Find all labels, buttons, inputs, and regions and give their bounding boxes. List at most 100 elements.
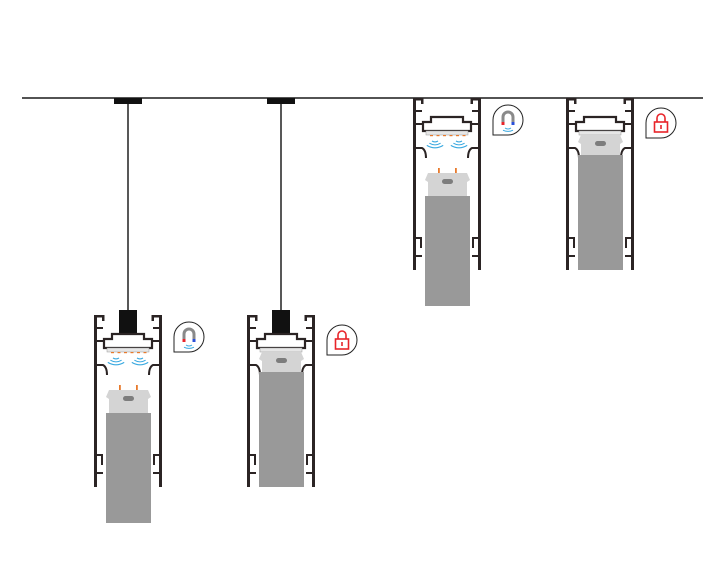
profile-right-wall [478, 98, 481, 270]
driver-housing [421, 115, 473, 133]
aluminium-profile [247, 315, 315, 487]
luminaire-unit-1 [94, 98, 205, 523]
profile-tooth [97, 327, 103, 329]
icon-bubble [645, 107, 677, 139]
contact-dot [449, 135, 453, 137]
signal-wave [453, 142, 465, 146]
profile-left-hook [574, 98, 577, 104]
profile-tooth [303, 340, 312, 342]
led-module [259, 352, 304, 487]
profile-tooth [622, 123, 631, 125]
profile-tooth [97, 340, 106, 342]
profile-flange-right [467, 147, 478, 159]
led-module [578, 135, 623, 270]
module-cap [425, 173, 470, 196]
contact-dot [130, 352, 134, 354]
profile-clip-right [472, 237, 478, 257]
magnet-south-pole [192, 339, 196, 342]
contact-dot [117, 352, 121, 354]
driver-housing [255, 332, 307, 350]
magnetic-plate [578, 130, 622, 136]
profile-clip-left [97, 454, 103, 474]
contact-dot [124, 352, 127, 354]
signal-wave [426, 144, 444, 149]
profile-tooth [569, 123, 578, 125]
module-body [259, 372, 304, 487]
profile-tooth [625, 110, 631, 112]
contact-dot [443, 135, 446, 137]
contact-dot [462, 135, 466, 137]
led-module [106, 385, 151, 523]
ceiling-mount [267, 98, 295, 104]
luminaire-unit-3 [413, 98, 524, 306]
profile-right-lip [305, 315, 315, 318]
icon-bubble [173, 321, 205, 353]
profile-clip-right [625, 237, 631, 257]
magnet-north-pole [501, 122, 505, 125]
aluminium-profile [413, 98, 481, 270]
contact-dot [111, 352, 114, 354]
profile-left-wall [413, 98, 416, 270]
module-pin [438, 168, 440, 173]
profile-left-wall [247, 315, 250, 487]
profile-right-lip [471, 98, 481, 101]
module-magnet [442, 179, 453, 184]
magnetic-plate [259, 347, 303, 353]
lock-body [653, 121, 669, 133]
profile-clip-left [416, 237, 422, 257]
signal-wave [185, 344, 193, 347]
profile-clip-right [306, 454, 312, 474]
signal-wave [450, 144, 468, 149]
signal-wave [455, 140, 463, 143]
aluminium-profile [94, 315, 162, 487]
signal-wave [134, 359, 146, 363]
profile-clip-right [153, 454, 159, 474]
contact-dot [143, 352, 147, 354]
lock-shackle [656, 113, 666, 122]
module-cap [106, 390, 151, 413]
signal-wave [110, 359, 122, 363]
magnet-body [182, 327, 196, 340]
profile-left-lip [413, 98, 423, 101]
profile-left-wall [566, 98, 569, 270]
profile-right-lip [624, 98, 634, 101]
profile-tooth [469, 123, 478, 125]
icon-bubble [492, 104, 524, 136]
profile-left-hook [102, 315, 105, 321]
signal-wave [431, 140, 439, 143]
contact-dot [456, 135, 459, 137]
magnetic-plate [425, 130, 469, 136]
magnet-icon [173, 321, 205, 353]
profile-flange-left [569, 147, 580, 159]
magnet-north-pole [182, 339, 186, 342]
profile-flange-left [416, 147, 427, 159]
signal-wave [183, 346, 195, 349]
signal-wave [136, 357, 144, 360]
profile-left-hook [421, 98, 424, 104]
profile-clip-left [250, 454, 256, 474]
contact-dot [137, 352, 140, 354]
profile-tooth [250, 340, 259, 342]
profile-tooth [250, 327, 256, 329]
module-magnet [123, 396, 134, 401]
profile-right-hook [304, 315, 307, 321]
aluminium-profile [566, 98, 634, 270]
module-pin [455, 168, 457, 173]
led-module [425, 168, 470, 306]
profile-right-hook [623, 98, 626, 104]
profile-right-wall [159, 315, 162, 487]
ceiling-mount [114, 98, 142, 104]
profile-tooth [150, 340, 159, 342]
lock-keyhole [341, 342, 343, 346]
profile-left-wall [94, 315, 97, 487]
module-pin [119, 385, 121, 390]
signal-wave [502, 129, 514, 132]
profile-left-lip [247, 315, 257, 318]
profile-right-hook [470, 98, 473, 104]
contact-dot [436, 135, 440, 137]
luminaire-unit-2 [247, 98, 358, 487]
driver-housing [102, 332, 154, 350]
profile-right-hook [151, 315, 154, 321]
profile-tooth [569, 110, 575, 112]
